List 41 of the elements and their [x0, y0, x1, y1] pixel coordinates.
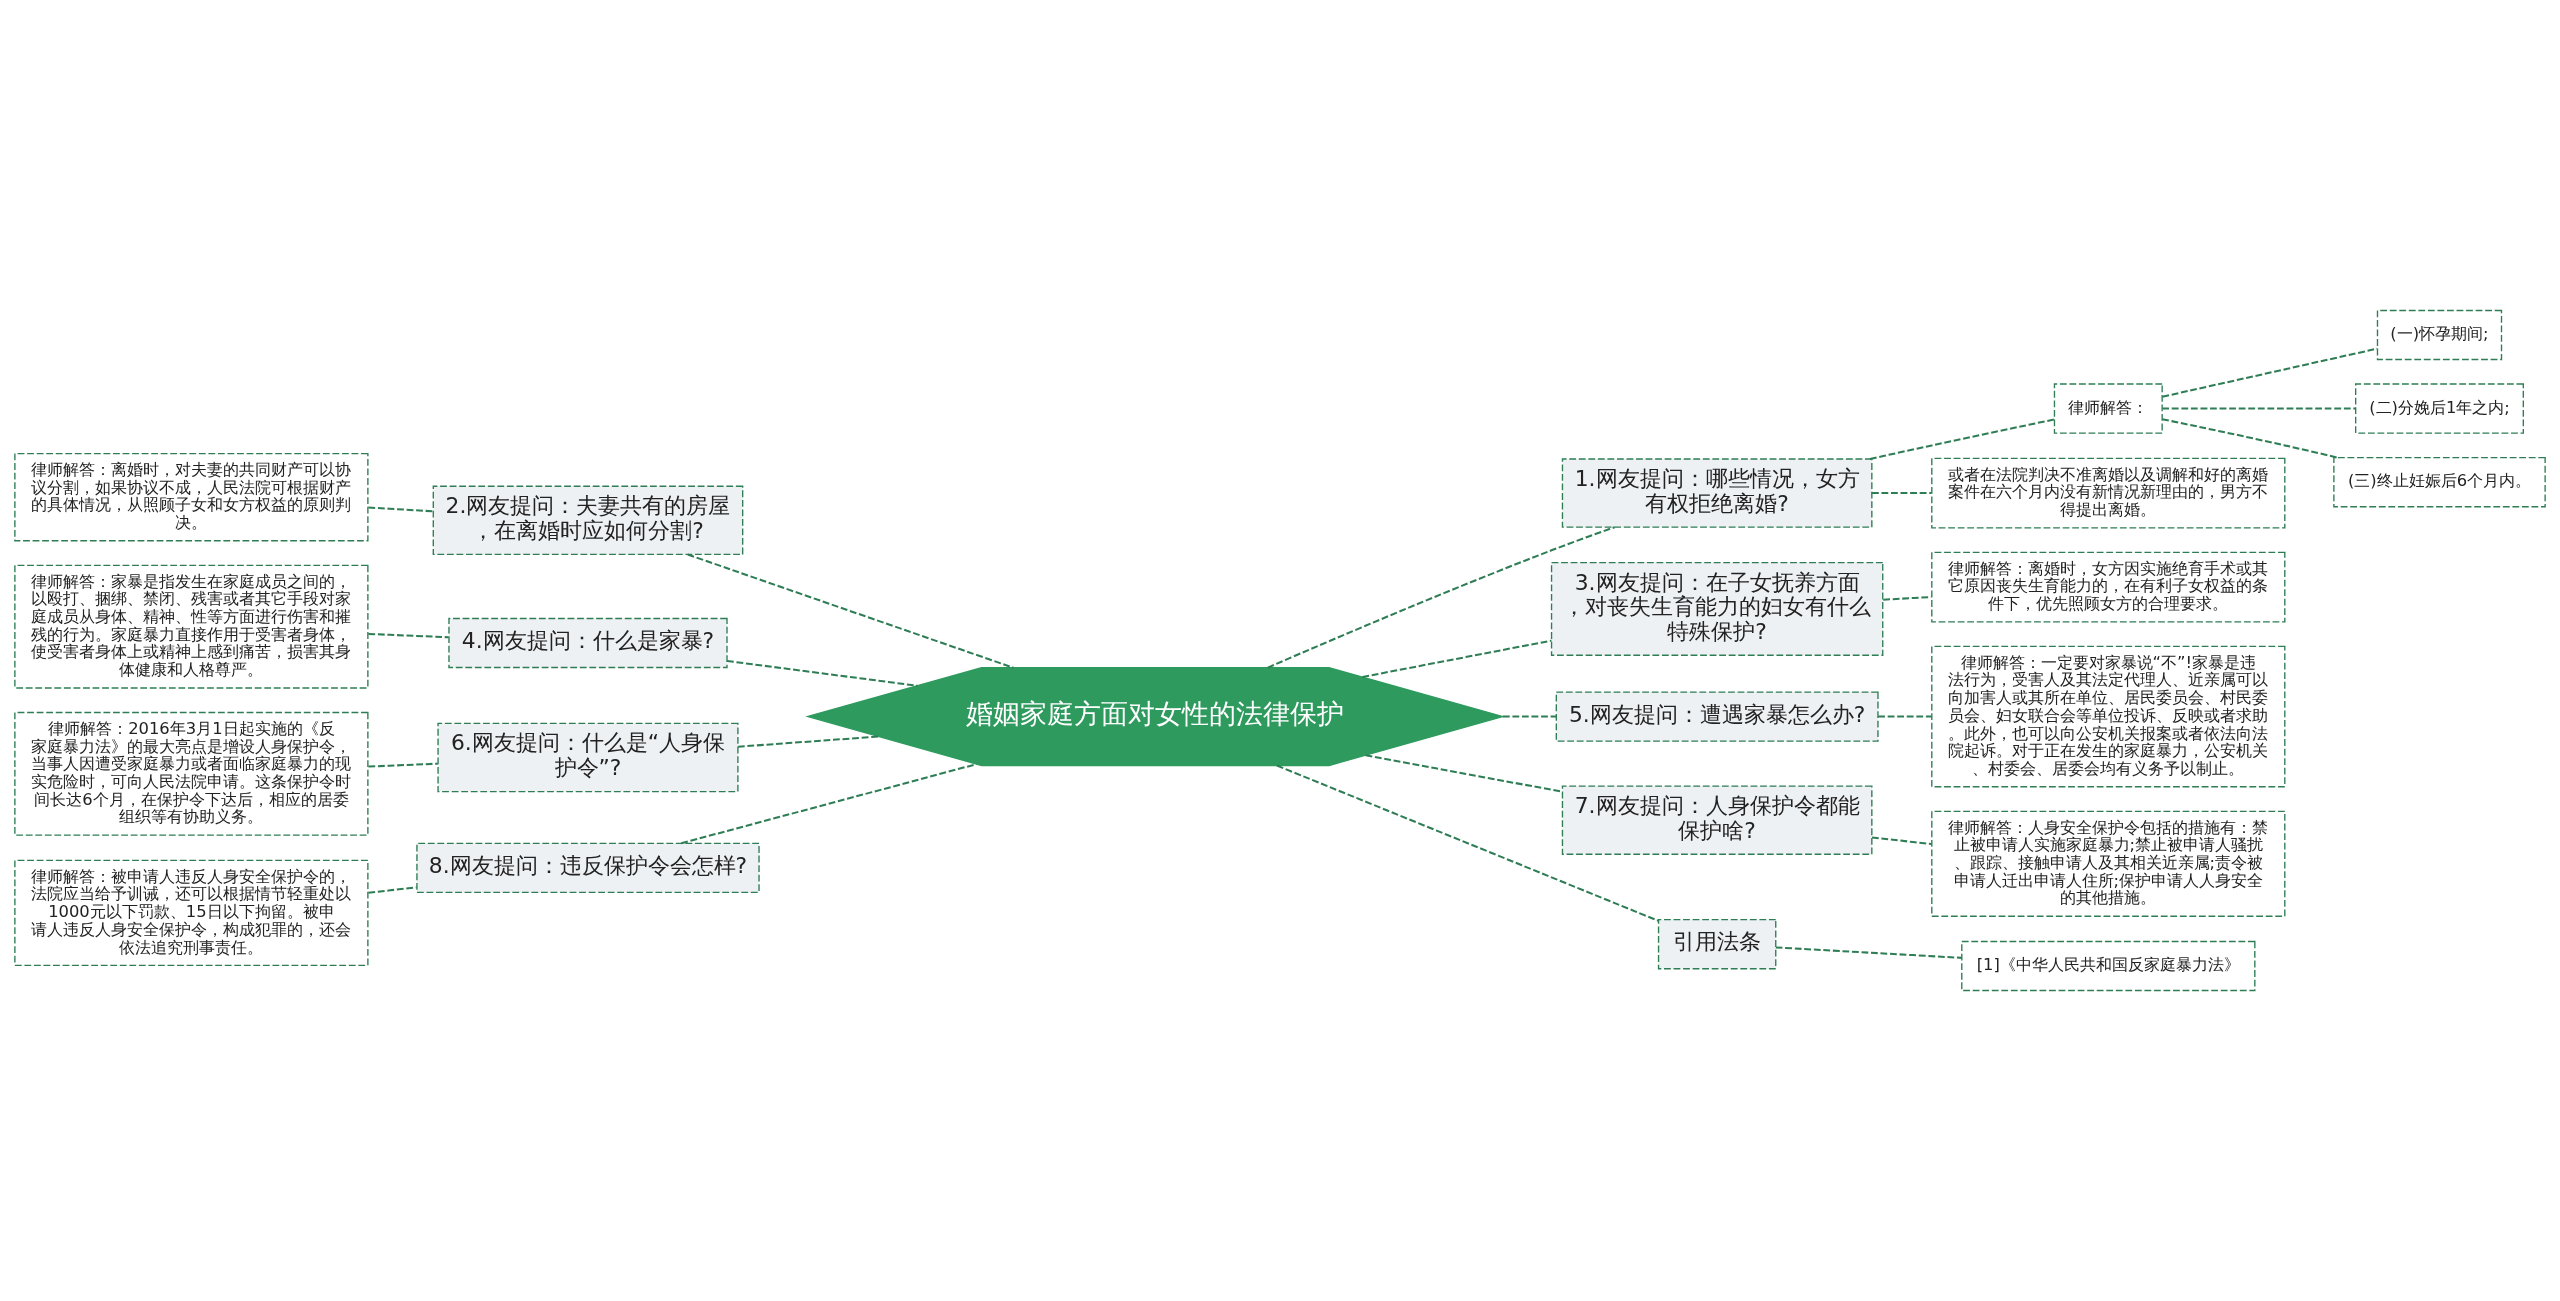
node-box: 8.网友提问：违反保护令会怎样? [416, 842, 760, 894]
connector [681, 763, 977, 845]
node-box: (三)终止妊娠后6个月内。 [2333, 456, 2546, 508]
connector [687, 553, 1014, 669]
node-box: (二)分娩后1年之内; [2355, 383, 2524, 434]
connector [368, 886, 417, 894]
node-box: 律师解答：2016年3月1日起实施的《反家庭暴力法》的最大亮点是增设人身保护令，当事人因遭受家庭暴力或者面临家庭暴力的现实危险时，可向人民法院申请。这条保护令时间长达6个月，在保护令下达后，相应的居委组织等有协助义务。 [14, 711, 369, 836]
connector [1775, 946, 1962, 959]
node-box: [1]《中华人民共和国反家庭暴力法》 [1961, 940, 2256, 992]
connector [1276, 764, 1659, 922]
connector [1365, 754, 1563, 793]
node-box: 律师解答：人身安全保护令包括的措施有：禁止被申请人实施家庭暴力;禁止被申请人骚扰、跟踪、接触申请人及其相关近亲属;责令被申请人迁出申请人住所;保护申请人人身安全的其他措施。 [1931, 810, 2286, 917]
connector [1869, 418, 2055, 460]
node-box: 律师解答：被申请人违反人身安全保护令的，法院应当给予训诫，还可以根据情节轻重处以1000元以下罚款、15日以下拘留。被申请人违反人身安全保护令，构成犯罪的，还会依法追究刑事责任。 [14, 859, 369, 966]
node-box: 1.网友提问：哪些情况，女方有权拒绝离婚? [1561, 458, 1873, 528]
node-box: (一)怀孕期间; [2376, 309, 2503, 361]
node-box: 3.网友提问：在子女抚养方面，对丧失生育能力的妇女有什么特殊保护? [1550, 561, 1884, 656]
connector [1871, 836, 1932, 846]
connector [1872, 492, 1932, 495]
node-box: 2.网友提问：夫妻共有的房屋，在离婚时应如何分割? [432, 485, 744, 556]
node-box: 引用法条 [1657, 919, 1777, 970]
node-box: 6.网友提问：什么是“人身保护令”? [437, 722, 739, 793]
connector [368, 632, 449, 639]
node-box: 律师解答： [2053, 383, 2163, 434]
node-box: 或者在法院判决不准离婚以及调解和好的离婚案件在六个月内没有新情况新理由的，男方不得提出离婚。 [1931, 457, 2286, 529]
connector [2162, 418, 2338, 459]
node-box: 5.网友提问：遭遇家暴怎么办? [1555, 691, 1879, 742]
node-box: 7.网友提问：人身保护令都能保护啥? [1561, 785, 1873, 855]
node-box: 律师解答：一定要对家暴说“不”!家暴是违法行为，受害人及其法定代理人、近亲属可以向加害人或其所在单位、居民委员会、村民委员会、妇女联合会等单位投诉、反映或者求助。此外，也可以向公安机关报案或者依法向法院起诉。对于正在发生的家庭暴力，公安机关、村委会、居委会均有义务予以制止。 [1931, 645, 2286, 788]
node-box: 律师解答：离婚时，女方因实施绝育手术或其它原因丧失生育能力的，在有利子女权益的条件下，优先照顾女方的合理要求。 [1931, 551, 2286, 623]
connector [368, 506, 434, 513]
node-box: 4.网友提问：什么是家暴? [448, 617, 728, 669]
node-box: 律师解答：家暴是指发生在家庭成员之间的，以殴打、捆绑、禁闭、残害或者其它手段对家庭成员从身体、精神、性等方面进行伤害和摧残的行为。家庭暴力直接作用于受害者身体，使受害者身体上或精神上感到痛苦，损害其身体健康和人格尊严。 [14, 564, 369, 689]
connector [738, 735, 879, 748]
connector [1362, 639, 1552, 678]
connector [1878, 715, 1932, 718]
node-box: 律师解答：离婚时，对夫妻的共同财产可以协议分割，如果协议不成，人民法院可根据财产的具体情况，从照顾子女和女方权益的原则判决。 [14, 452, 369, 542]
connector [1502, 715, 1557, 718]
connector [2162, 407, 2356, 410]
connector [368, 762, 438, 768]
connector [726, 659, 918, 687]
